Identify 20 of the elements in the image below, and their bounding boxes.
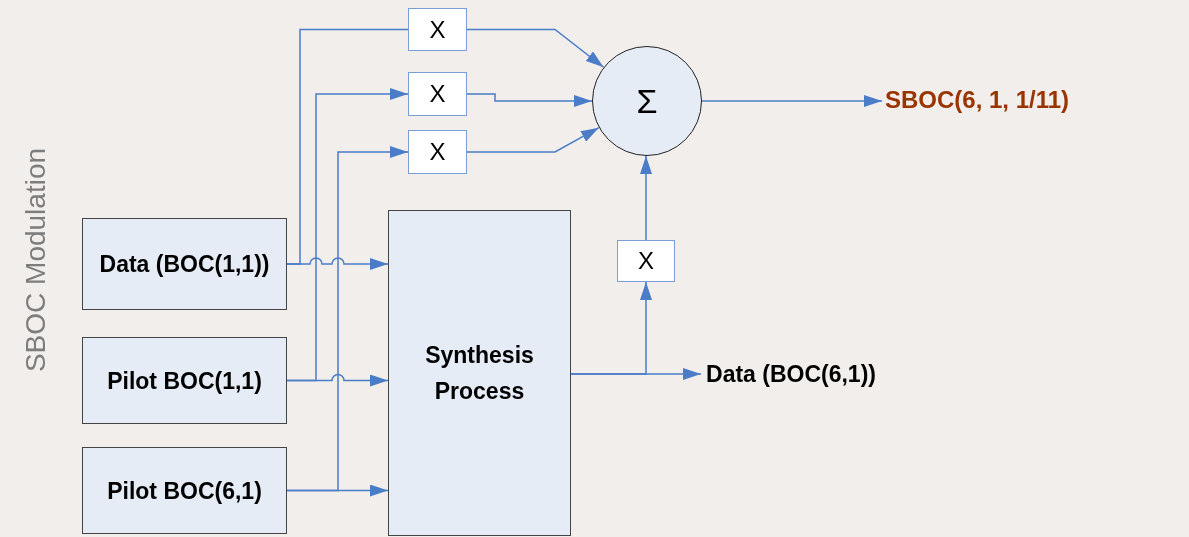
connector-arrow	[640, 155, 652, 241]
multiplier-box: X	[617, 240, 675, 282]
multiplier-box: X	[408, 8, 467, 51]
output-label: Data (BOC(6,1))	[706, 335, 876, 413]
connector-arrow	[701, 95, 883, 107]
process-box: Pilot BOC(6,1)	[82, 447, 287, 534]
connector-arrow	[286, 484, 389, 497]
connector-arrow	[286, 373, 389, 387]
connector-arrow	[286, 257, 389, 270]
multiplier-box: X	[408, 130, 467, 174]
process-box: Data (BOC(1,1))	[82, 218, 287, 310]
output-label: SBOC(6, 1, 1/11)	[885, 78, 1185, 122]
connector-arrow	[570, 281, 652, 375]
process-box: Pilot BOC(1,1)	[82, 337, 287, 424]
connector-arrow	[466, 126, 600, 153]
multiplier-box: X	[408, 72, 467, 116]
connector-arrow	[466, 28, 605, 68]
side-label: SBOC Modulation	[19, 147, 52, 373]
process-box: Synthesis Process	[388, 210, 571, 536]
connector-arrow	[466, 93, 593, 107]
